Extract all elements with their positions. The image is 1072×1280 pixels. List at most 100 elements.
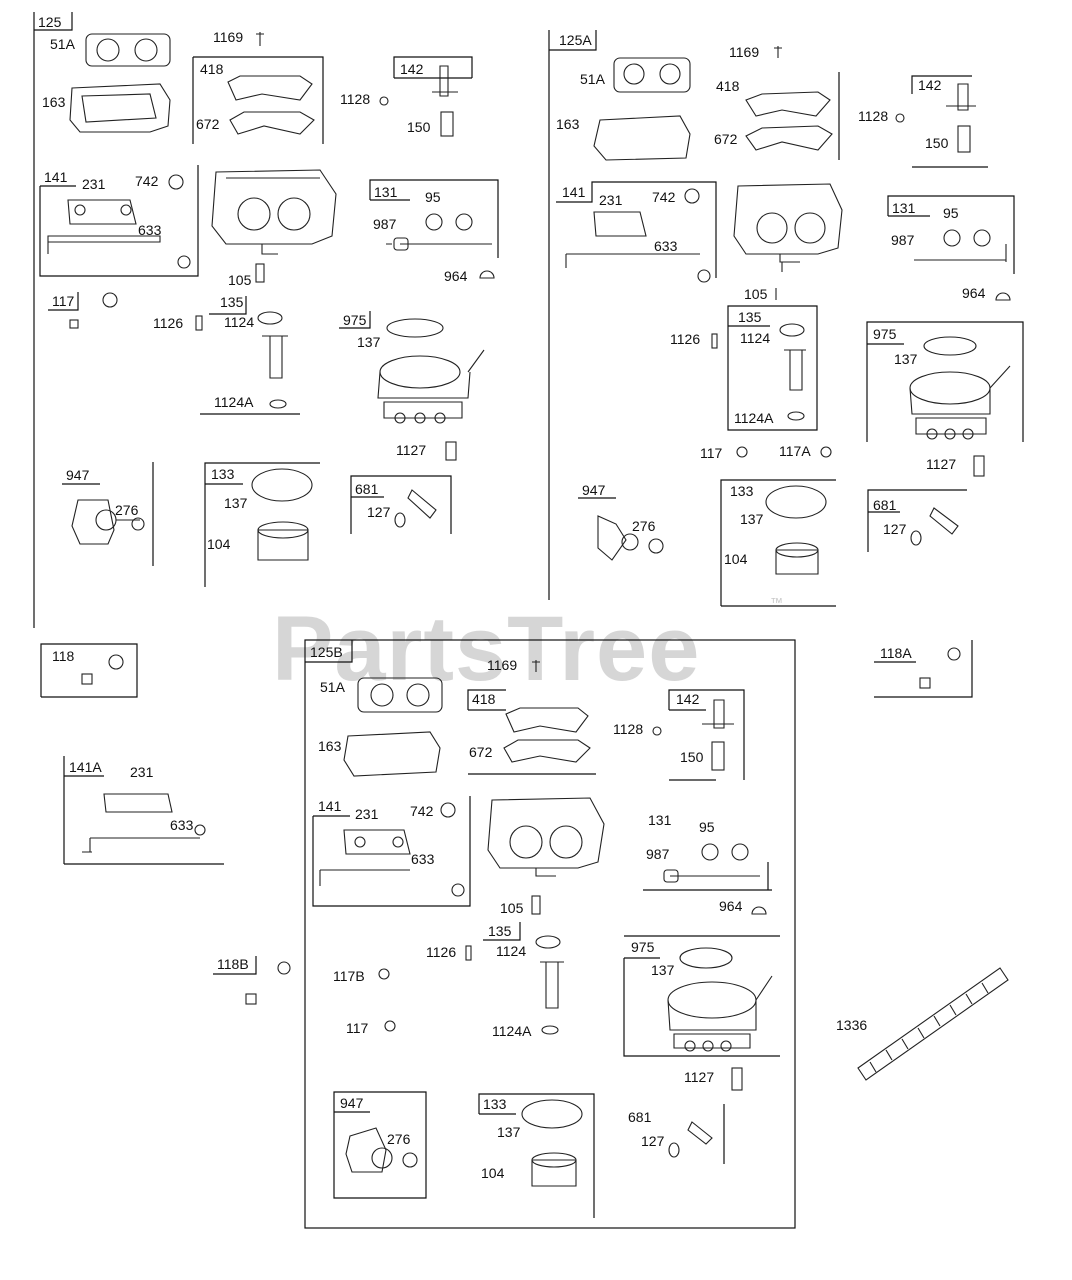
part-label-125a-418[interactable]: 418 [716, 78, 740, 94]
part-label-125b-51a[interactable]: 51A [320, 679, 346, 695]
part-label-105[interactable]: 105 [228, 272, 252, 288]
part-label-125a-150[interactable]: 150 [925, 135, 949, 151]
part-label-125a-633[interactable]: 633 [654, 238, 678, 254]
part-label-125b-672[interactable]: 672 [469, 744, 493, 760]
part-label-141a[interactable]: 141A [69, 759, 102, 775]
part-label-418[interactable]: 418 [200, 61, 224, 77]
part-label-125b-131[interactable]: 131 [648, 812, 672, 828]
part-label-125a-1169[interactable]: 1169 [729, 44, 759, 60]
part-label-125a-681[interactable]: 681 [873, 497, 897, 513]
part-label-118a[interactable]: 118A [880, 645, 912, 661]
part-label-1169[interactable]: 1169 [213, 29, 243, 45]
part-label-125b-142[interactable]: 142 [676, 691, 700, 707]
part-label-964[interactable]: 964 [444, 268, 468, 284]
part-label-125a-964[interactable]: 964 [962, 285, 986, 301]
part-label-125a-1126[interactable]: 1126 [670, 331, 700, 347]
part-label-125a-95[interactable]: 95 [943, 205, 959, 221]
part-label-51a[interactable]: 51A [50, 36, 76, 52]
part-label-1124[interactable]: 1124 [224, 314, 254, 330]
part-label-633[interactable]: 633 [138, 222, 162, 238]
part-label-276[interactable]: 276 [115, 502, 139, 518]
part-label-125b-947[interactable]: 947 [340, 1095, 364, 1111]
part-label-125a-142[interactable]: 142 [918, 77, 942, 93]
part-label-125b-975[interactable]: 975 [631, 939, 655, 955]
part-label-125a-104[interactable]: 104 [724, 551, 748, 567]
part-label-118[interactable]: 118 [52, 648, 75, 664]
part-label-125a-117a[interactable]: 117A [779, 443, 811, 459]
part-label-1127[interactable]: 1127 [396, 442, 426, 458]
part-label-125b-1124a[interactable]: 1124A [492, 1023, 532, 1039]
part-label-125a-1124a[interactable]: 1124A [734, 410, 774, 426]
part-label-125a-742[interactable]: 742 [652, 189, 676, 205]
part-label-125b-1126[interactable]: 1126 [426, 944, 456, 960]
part-label-125b-276[interactable]: 276 [387, 1131, 411, 1147]
part-label-125a-135[interactable]: 135 [738, 309, 762, 325]
part-label-125b-1124[interactable]: 1124 [496, 943, 526, 959]
part-label-133[interactable]: 133 [211, 466, 235, 482]
part-label-142[interactable]: 142 [400, 61, 424, 77]
part-label-125b-117b[interactable]: 117B [333, 968, 365, 984]
part-label-125b-117[interactable]: 117 [346, 1020, 369, 1036]
part-label-125a-276[interactable]: 276 [632, 518, 656, 534]
part-label-137-b[interactable]: 137 [224, 495, 248, 511]
part-label-125a-127[interactable]: 127 [883, 521, 907, 537]
part-label-125b-964[interactable]: 964 [719, 898, 743, 914]
part-label-163[interactable]: 163 [42, 94, 66, 110]
part-label-125b[interactable]: 125B [310, 644, 343, 660]
part-label-125a-231[interactable]: 231 [599, 192, 623, 208]
part-label-125b-135[interactable]: 135 [488, 923, 512, 939]
part-label-125b-150[interactable]: 150 [680, 749, 704, 765]
part-label-117[interactable]: 117 [52, 293, 75, 309]
part-label-135[interactable]: 135 [220, 294, 244, 310]
part-label-127[interactable]: 127 [367, 504, 391, 520]
part-label-125b-1169[interactable]: 1169 [487, 657, 517, 673]
part-label-125b-104[interactable]: 104 [481, 1165, 505, 1181]
part-label-125a-131[interactable]: 131 [892, 200, 916, 216]
part-label-742[interactable]: 742 [135, 173, 159, 189]
part-label-141[interactable]: 141 [44, 169, 68, 185]
part-label-947[interactable]: 947 [66, 467, 90, 483]
part-label-125b-231[interactable]: 231 [355, 806, 379, 822]
part-label-125b-141[interactable]: 141 [318, 798, 342, 814]
part-label-125[interactable]: 125 [38, 14, 62, 30]
part-label-231[interactable]: 231 [82, 176, 106, 192]
part-label-125a-947[interactable]: 947 [582, 482, 606, 498]
part-label-125b-163[interactable]: 163 [318, 738, 342, 754]
part-label-125a-117[interactable]: 117 [700, 445, 723, 461]
part-label-125b-137-b[interactable]: 137 [497, 1124, 521, 1140]
part-label-137[interactable]: 137 [357, 334, 381, 350]
part-label-125b-1128[interactable]: 1128 [613, 721, 643, 737]
part-label-125a-975[interactable]: 975 [873, 326, 897, 342]
part-label-125b-681[interactable]: 681 [628, 1109, 652, 1125]
part-label-95[interactable]: 95 [425, 189, 441, 205]
part-label-975[interactable]: 975 [343, 312, 367, 328]
part-label-125b-95[interactable]: 95 [699, 819, 715, 835]
part-label-1128[interactable]: 1128 [340, 91, 370, 107]
part-label-125a-1124[interactable]: 1124 [740, 330, 770, 346]
part-label-125b-105[interactable]: 105 [500, 900, 524, 916]
part-label-118b[interactable]: 118B [217, 956, 249, 972]
part-label-125a-137[interactable]: 137 [894, 351, 918, 367]
part-label-125a-105[interactable]: 105 [744, 286, 768, 302]
part-label-125a-1127[interactable]: 1127 [926, 456, 956, 472]
part-label-125a-141[interactable]: 141 [562, 184, 586, 200]
part-label-125b-633[interactable]: 633 [411, 851, 435, 867]
part-label-141a-231[interactable]: 231 [130, 764, 154, 780]
part-label-125a-133[interactable]: 133 [730, 483, 754, 499]
part-label-141a-633[interactable]: 633 [170, 817, 194, 833]
part-label-125b-127[interactable]: 127 [641, 1133, 665, 1149]
part-label-104[interactable]: 104 [207, 536, 231, 552]
part-label-987[interactable]: 987 [373, 216, 397, 232]
part-label-125b-1127[interactable]: 1127 [684, 1069, 714, 1085]
part-label-125b-137[interactable]: 137 [651, 962, 675, 978]
part-label-125a[interactable]: 125A [559, 32, 592, 48]
part-label-125a-163[interactable]: 163 [556, 116, 580, 132]
part-label-1126[interactable]: 1126 [153, 315, 183, 331]
part-label-672[interactable]: 672 [196, 116, 220, 132]
part-label-125a-137-b[interactable]: 137 [740, 511, 764, 527]
part-label-125a-1128[interactable]: 1128 [858, 108, 888, 124]
part-label-131[interactable]: 131 [374, 184, 398, 200]
part-label-125a-672[interactable]: 672 [714, 131, 738, 147]
part-label-125b-742[interactable]: 742 [410, 803, 434, 819]
part-label-125a-51a[interactable]: 51A [580, 71, 606, 87]
